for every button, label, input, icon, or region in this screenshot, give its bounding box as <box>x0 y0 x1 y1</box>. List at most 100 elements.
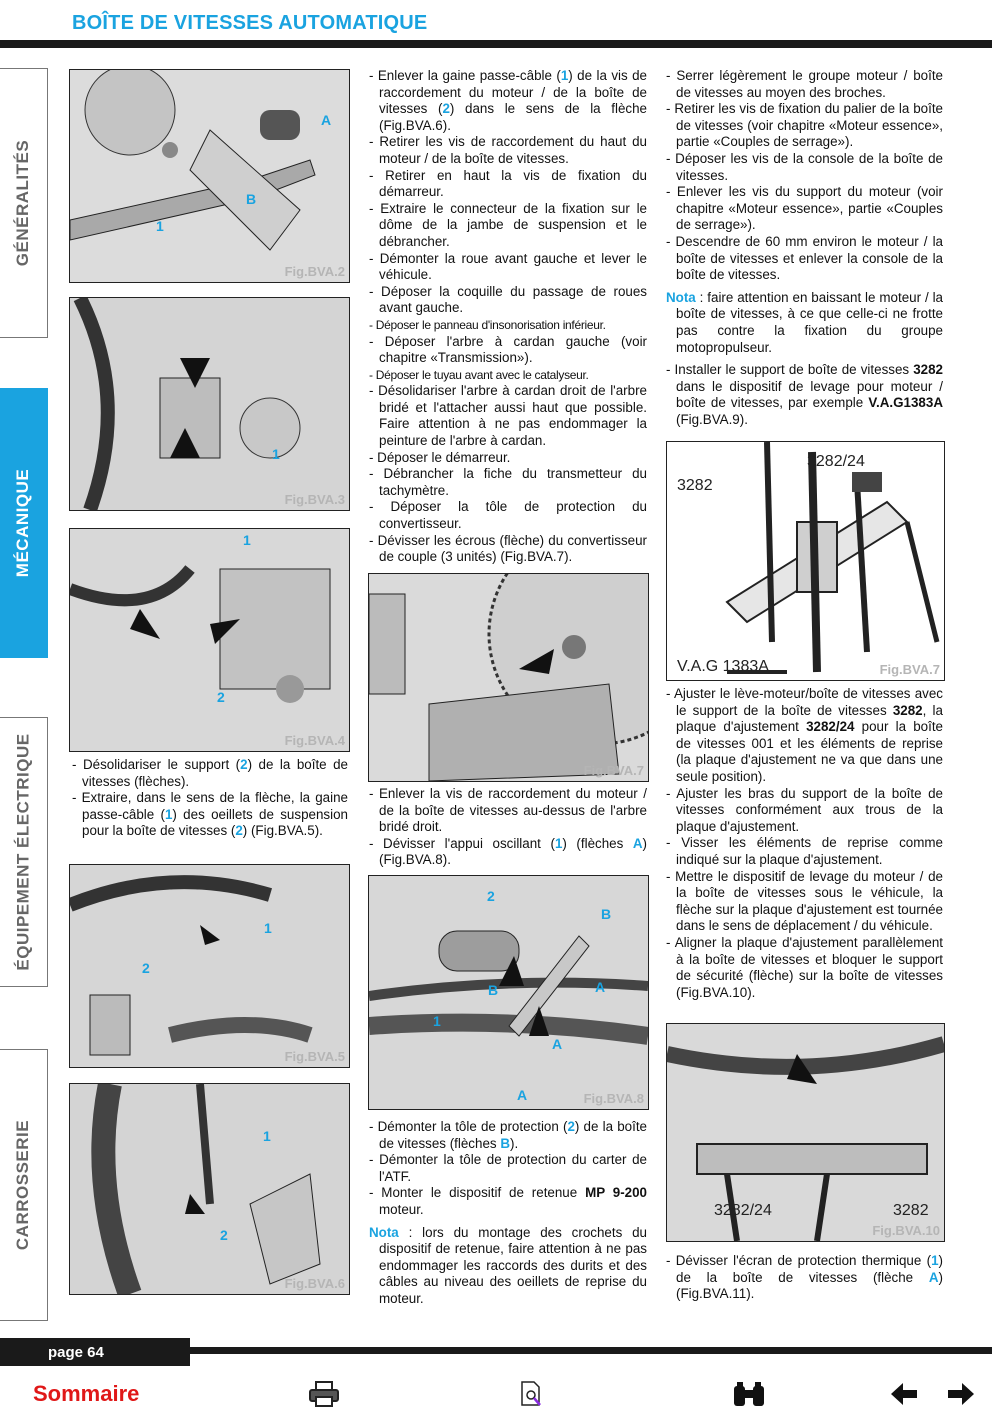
col1-text: - Désolidariser le support (2) de la boî… <box>72 757 348 840</box>
figure-bva5: 1 2 Fig.BVA.5 <box>69 864 350 1068</box>
figure-bva10-drawing <box>667 1024 944 1241</box>
tab-generalites-label: GÉNÉRALITÉS <box>13 139 33 267</box>
instruction-item: - Déposer la tôle de protection du conve… <box>369 499 647 532</box>
tab-equipement-label: ÉQUIPEMENT ÉLECTRIQUE <box>13 733 33 971</box>
figure-bva7b: 3282 3282/24 V.A.G 1383A Fig.BVA.7 <box>666 441 945 681</box>
figure-bva6: 1 2 Fig.BVA.6 <box>69 1083 350 1295</box>
figure-bva4: 1 2 Fig.BVA.4 <box>69 528 350 752</box>
page-title: BOÎTE DE VITESSES AUTOMATIQUE <box>72 12 428 34</box>
arrow-right-icon[interactable] <box>946 1380 976 1408</box>
figure-bva6-drawing <box>70 1084 349 1294</box>
callout-1: 1 <box>433 1013 441 1029</box>
instruction-item: - Enlever la gaine passe-câble (1) de la… <box>369 68 648 133</box>
callout-1: 1 <box>243 532 251 548</box>
figure-bva4-drawing <box>70 529 349 751</box>
instruction-item: - Mettre le dispositif de levage du mote… <box>666 868 943 934</box>
figure-bva2: A B 1 Fig.BVA.2 <box>69 69 350 283</box>
figure-bva5-drawing <box>70 865 349 1067</box>
instruction-item: - Retirer les vis de fixation du palier … <box>666 101 943 150</box>
instruction-item: - Installer le support de boîte de vites… <box>666 362 943 427</box>
instruction-item: - Démonter la tôle de protection (2) de … <box>369 1119 647 1151</box>
figure-bva3-drawing <box>70 298 349 510</box>
instruction-item: - Descendre de 60 mm environ le moteur /… <box>666 233 943 283</box>
instruction-item: - Retirer les vis de raccordement du hau… <box>369 134 647 166</box>
figure-bva7b-drawing <box>667 442 944 680</box>
figure-bva8: 2 B B A 1 A A Fig.BVA.8 <box>368 875 649 1110</box>
instruction-item: - Extraire le connecteur de la fixation … <box>369 200 647 249</box>
callout-2: 2 <box>487 888 495 904</box>
footer-rule <box>0 1347 992 1354</box>
callout-1: 1 <box>156 218 164 234</box>
instruction-item: - Débrancher la fiche du transmetteur du… <box>369 466 647 498</box>
callout-2: 2 <box>217 689 225 705</box>
callout-a: A <box>517 1087 528 1103</box>
col3-text-top: - Serrer légèrement le groupe moteur / b… <box>666 68 943 428</box>
instruction-item: - Extraire, dans le sens de la flèche, l… <box>72 790 348 839</box>
document-search-icon[interactable] <box>519 1380 545 1408</box>
figure-label: Fig.BVA.3 <box>284 492 345 507</box>
instruction-item: - Enlever les vis du support du moteur (… <box>666 184 943 233</box>
figure-bva7a: Fig.BVA.7 <box>368 573 649 782</box>
callout-3282: 3282 <box>677 477 713 494</box>
tab-carrosserie-label: CARROSSERIE <box>13 1119 33 1251</box>
figure-label: Fig.BVA.4 <box>284 733 345 748</box>
nota: Nota : faire attention en baissant le mo… <box>666 289 943 355</box>
callout-3282: 3282 <box>893 1202 929 1219</box>
callout-a: A <box>595 979 606 995</box>
callout-2: 2 <box>220 1227 228 1243</box>
callout-b: B <box>246 191 257 207</box>
callout-2: 2 <box>142 960 150 976</box>
instruction-item: - Ajuster le lève-moteur/boîte de vitess… <box>666 686 943 784</box>
tab-mecanique[interactable]: MÉCANIQUE <box>0 388 48 658</box>
figure-bva8-drawing <box>369 876 648 1109</box>
instruction-item: - Dévisser l'appui oscillant (1) (flèche… <box>369 835 648 868</box>
col2-text-bottom: - Démonter la tôle de protection (2) de … <box>369 1119 647 1314</box>
nota: Nota : lors du montage des crochets du d… <box>369 1224 647 1306</box>
col2-text-mid: - Enlever la vis de raccordement du mote… <box>369 786 647 869</box>
callout-a: A <box>321 112 332 128</box>
callout-1: 1 <box>263 1128 271 1144</box>
figure-bva10: 3282/24 3282 Fig.BVA.10 <box>666 1023 945 1242</box>
callout-1: 1 <box>264 920 272 936</box>
instruction-item: - Monter le dispositif de retenue MP 9-2… <box>369 1185 648 1217</box>
callout-b: B <box>488 982 499 998</box>
figure-label: Fig.BVA.5 <box>284 1049 345 1064</box>
instruction-item: - Déposer la coquille du passage de roue… <box>369 283 647 316</box>
tab-generalites[interactable]: GÉNÉRALITÉS <box>0 68 48 338</box>
instruction-item: - Dévisser l'écran de protection thermiq… <box>666 1253 943 1302</box>
instruction-item: - Déposer les vis de la console de la bo… <box>666 150 943 183</box>
instruction-item: - Dévisser les écrous (flèche) du conver… <box>369 532 647 565</box>
printer-icon[interactable] <box>308 1380 340 1408</box>
callout-1: 1 <box>272 446 280 462</box>
instruction-item: - Désolidariser le support (2) de la boî… <box>72 757 348 789</box>
binoculars-icon[interactable] <box>731 1380 767 1408</box>
header-rule <box>0 40 992 48</box>
figure-label: Fig.BVA.2 <box>284 264 345 279</box>
col3-text-mid: - Ajuster le lève-moteur/boîte de vitess… <box>666 686 943 1001</box>
instruction-item: - Déposer le démarreur. <box>369 449 511 465</box>
col2-text-top: - Enlever la gaine passe-câble (1) de la… <box>369 68 647 566</box>
figure-label: Fig.BVA.10 <box>872 1223 940 1238</box>
instruction-item: - Déposer le panneau d'insonorisation in… <box>369 317 606 332</box>
instruction-item: - Visser les éléments de reprise comme i… <box>666 835 943 867</box>
instruction-item: - Retirer en haut la vis de fixation du … <box>369 167 647 200</box>
instruction-item: - Déposer le tuyau avant avec le catalys… <box>369 367 589 382</box>
instruction-item: - Démonter la tôle de protection du cart… <box>369 1152 647 1184</box>
arrow-left-icon[interactable] <box>889 1380 919 1408</box>
instruction-item: - Serrer légèrement le groupe moteur / b… <box>666 68 943 100</box>
instruction-item: - Déposer l'arbre à cardan gauche (voir … <box>369 333 647 366</box>
figure-bva2-drawing <box>70 70 349 282</box>
sommaire-link[interactable]: Sommaire <box>33 1381 140 1406</box>
callout-3282-24: 3282/24 <box>807 453 865 470</box>
figure-label: Fig.BVA.7 <box>879 662 940 677</box>
tab-mecanique-label: MÉCANIQUE <box>13 468 33 578</box>
instruction-item: - Aligner la plaque d'ajustement parallè… <box>666 934 943 1000</box>
figure-bva7a-drawing <box>369 574 648 781</box>
tab-equipement-electrique[interactable]: ÉQUIPEMENT ÉLECTRIQUE <box>0 717 48 987</box>
instruction-item: - Enlever la vis de raccordement du mote… <box>369 786 647 835</box>
instruction-item: - Ajuster les bras du support de la boît… <box>666 785 943 834</box>
page-number: page 64 <box>0 1338 190 1366</box>
instruction-item: - Démonter la roue avant gauche et lever… <box>369 250 647 283</box>
tab-carrosserie[interactable]: CARROSSERIE <box>0 1049 48 1321</box>
col3-text-bottom: - Dévisser l'écran de protection thermiq… <box>666 1253 943 1303</box>
